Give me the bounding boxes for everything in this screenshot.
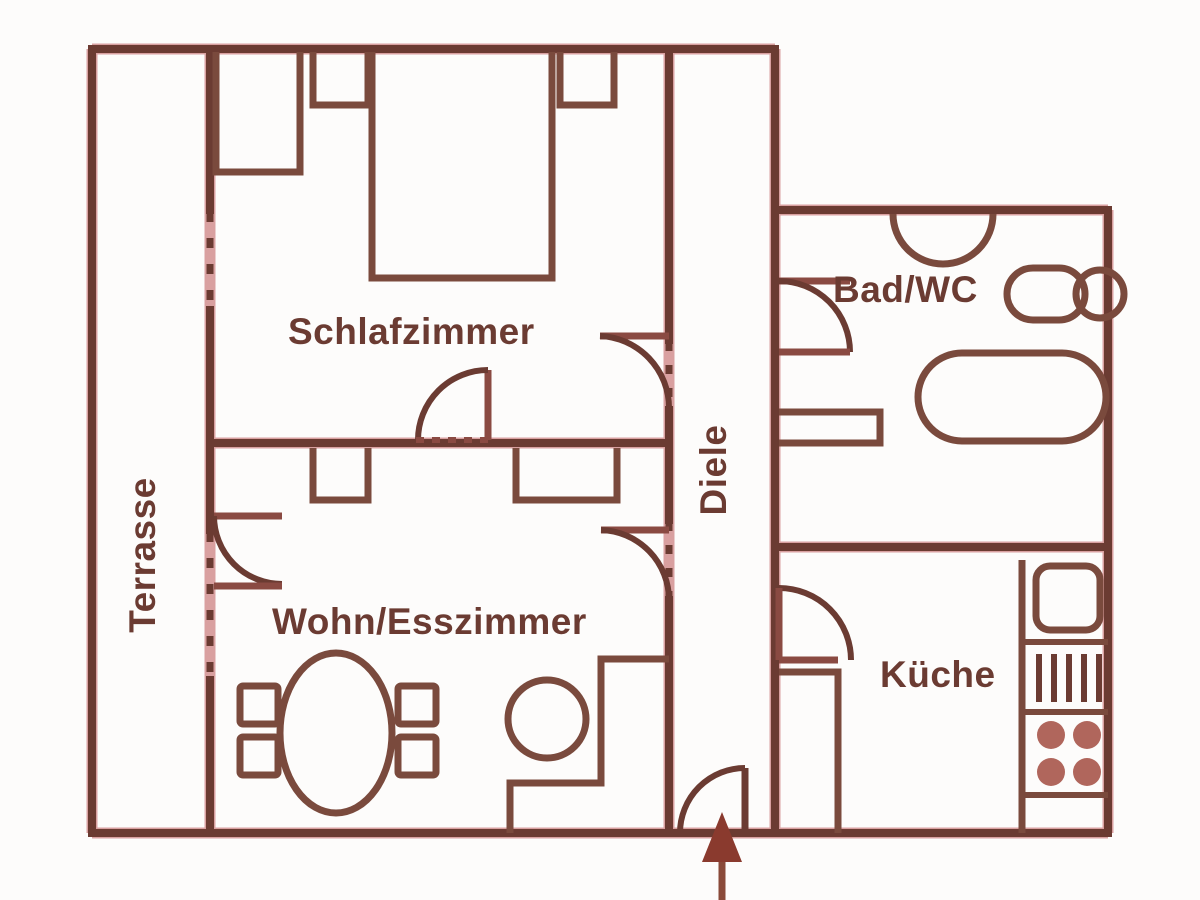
- bathroom-partition: [779, 408, 884, 447]
- oval-dining-table: [276, 649, 396, 817]
- washbasin: [889, 213, 997, 268]
- door-arc-kitchen: [778, 585, 854, 661]
- door-arc-bath: [778, 278, 853, 353]
- round-side-table: [504, 676, 590, 762]
- room-label-terrasse: Terrasse: [122, 477, 163, 633]
- dining-chair-3: [394, 682, 440, 728]
- nightstand-left: [309, 52, 372, 109]
- living-niche-outline: [506, 655, 669, 833]
- toilet-bowl: [1003, 264, 1089, 324]
- dining-chair-2: [236, 733, 282, 779]
- room-label-kueche: Küche: [880, 654, 996, 695]
- nightstand-right: [556, 52, 618, 109]
- kitchen-fixtures: [775, 560, 1108, 833]
- entrance-door-arc: [677, 765, 746, 834]
- drainboard: [1036, 654, 1102, 702]
- room-label-schlafzimmer: Schlafzimmer: [288, 311, 535, 352]
- dining-chair-4: [394, 733, 440, 779]
- room-label-bad-wc: Bad/WC: [833, 269, 978, 310]
- entrance-arrow-head: [702, 812, 742, 862]
- door-arc-living-hall: [600, 527, 672, 601]
- dining-chair-1: [236, 682, 282, 728]
- door-arc-bedroom-inner: [415, 367, 489, 441]
- pantry-closet: [779, 668, 842, 833]
- bedroom-door-swings: [415, 332, 673, 443]
- stove-burner-3: [1037, 758, 1065, 786]
- bedroom-furniture: [212, 52, 621, 504]
- door-arc-bedroom-hall: [599, 333, 673, 409]
- wardrobe-left: [212, 52, 304, 176]
- entrance-group: [677, 765, 749, 900]
- bathroom-fixtures: [778, 213, 1128, 447]
- stove-burner-4: [1073, 758, 1101, 786]
- double-bed: [368, 52, 556, 282]
- living-room-furniture: [211, 512, 672, 833]
- room-label-diele: Diele: [693, 425, 734, 516]
- bathtub: [914, 349, 1110, 445]
- room-label-wohn-esszimmer: Wohn/Esszimmer: [272, 601, 587, 642]
- toilet-cistern: [1072, 266, 1128, 322]
- stove-burner-2: [1073, 721, 1101, 749]
- kitchen-sink: [1032, 562, 1104, 634]
- dresser-right: [512, 448, 621, 504]
- dresser-left: [309, 448, 372, 504]
- stove-burner-1: [1037, 721, 1065, 749]
